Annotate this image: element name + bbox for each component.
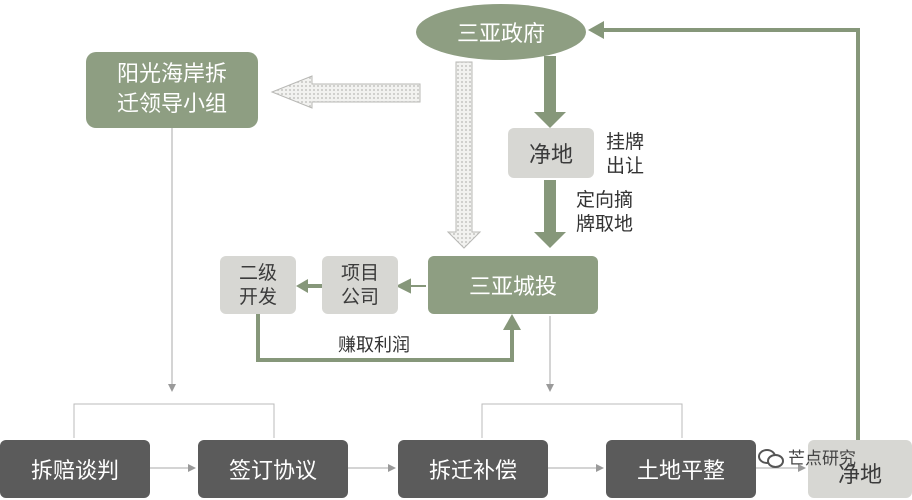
secondary-dev-node: 二级 开发 bbox=[220, 256, 296, 314]
sign-agreement-label: 签订协议 bbox=[228, 459, 317, 484]
earn-profit-label: 赚取利润 bbox=[338, 335, 410, 356]
demolition-talk-node: 拆赔谈判 bbox=[0, 440, 150, 498]
watermark: 芒点研究 bbox=[758, 444, 856, 469]
project-company-node: 项目 公司 bbox=[322, 256, 398, 314]
government-node: 三亚政府 bbox=[416, 4, 586, 60]
listing-label: 挂牌 出让 bbox=[606, 131, 645, 177]
compensation-node: 拆迁补偿 bbox=[398, 440, 548, 498]
arrow-gov-to-clean-land bbox=[534, 56, 566, 128]
secondary-dev-label: 二级 开发 bbox=[238, 262, 277, 308]
arrow-clean-land-to-chengtou bbox=[534, 180, 566, 248]
project-company-label: 项目 公司 bbox=[340, 262, 379, 308]
watermark-text: 芒点研究 bbox=[788, 449, 856, 469]
leader-group-label: 阳光海岸拆 迁领导小组 bbox=[116, 62, 227, 117]
wechat-icon bbox=[758, 447, 784, 468]
clean-land-top-node: 净地 bbox=[508, 128, 594, 178]
feedback-loop-head bbox=[588, 21, 604, 39]
dotted-arrow-to-leader-group bbox=[270, 75, 421, 109]
arrowhead-project-to-secondary bbox=[296, 279, 308, 293]
land-leveling-node: 土地平整 bbox=[606, 440, 756, 498]
demolition-talk-label: 拆赔谈判 bbox=[30, 459, 119, 484]
profit-loop bbox=[256, 312, 514, 362]
leader-group-node: 阳光海岸拆 迁领导小组 bbox=[86, 52, 258, 128]
clean-land-top-label: 净地 bbox=[528, 143, 573, 168]
government-label: 三亚政府 bbox=[456, 22, 545, 47]
feedback-loop bbox=[600, 28, 860, 440]
clean-land-bottom-label: 净地 bbox=[837, 463, 882, 488]
sign-agreement-node: 签订协议 bbox=[198, 440, 348, 498]
arrow-chengtou-to-project bbox=[395, 278, 426, 294]
profit-loop-head bbox=[503, 314, 521, 330]
land-leveling-label: 土地平整 bbox=[636, 459, 725, 484]
chengtou-node: 三亚城投 bbox=[428, 256, 598, 314]
compensation-label: 拆迁补偿 bbox=[428, 459, 517, 484]
chengtou-label: 三亚城投 bbox=[468, 275, 557, 300]
dotted-arrow-to-chengtou bbox=[446, 61, 482, 249]
clean-land-bottom-node: 净地 bbox=[808, 440, 912, 498]
directed-listing-label: 定向摘 牌取地 bbox=[576, 189, 634, 235]
